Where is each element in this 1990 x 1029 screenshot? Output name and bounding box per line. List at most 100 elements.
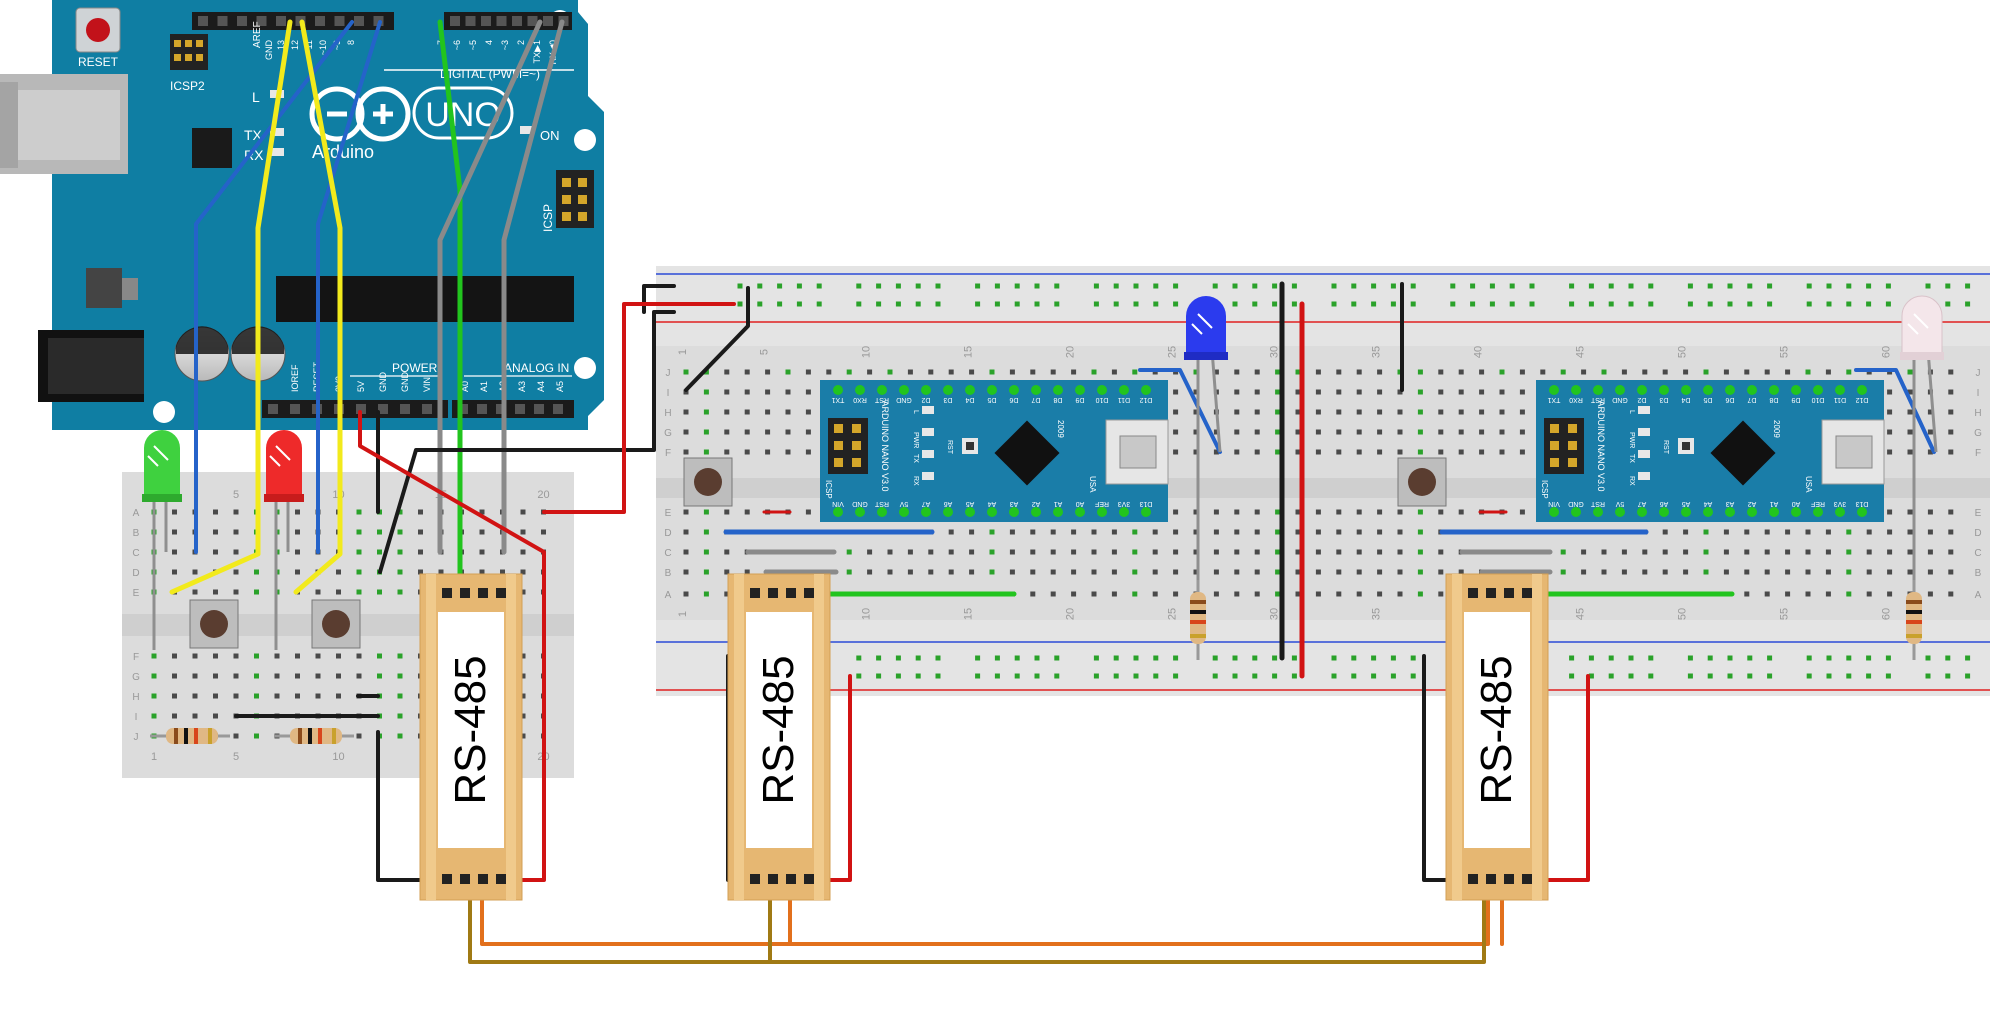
nano-pin-label: D13: [1855, 500, 1868, 507]
breadboard-hole: [315, 653, 321, 659]
breadboard-hole: [520, 713, 526, 719]
breadboard-hole: [1132, 529, 1138, 535]
tactile-switch-icon[interactable]: [1397, 457, 1447, 507]
digital-pin-label: 4: [484, 40, 494, 45]
rail-hole: [1212, 655, 1218, 661]
rail-hole: [1093, 283, 1099, 289]
breadboard-hole: [1356, 509, 1362, 515]
rail-hole: [1509, 283, 1515, 289]
breadboard-hole: [867, 549, 873, 555]
wires: [169, 19, 1936, 964]
breadboard-hole: [867, 369, 873, 375]
tactile-switch-icon[interactable]: [189, 599, 239, 649]
rail-hole: [1014, 283, 1020, 289]
breadboard-hole: [1887, 591, 1893, 597]
header-pin: [354, 16, 364, 26]
breadboard-hole: [1356, 569, 1362, 575]
breadboard-hole: [397, 673, 403, 679]
breadboard-hole: [1662, 369, 1668, 375]
reset-button-icon[interactable]: [75, 7, 121, 53]
breadboard-hole: [1275, 529, 1281, 535]
breadboard-hole: [1234, 549, 1240, 555]
breadboard-hole: [397, 569, 403, 575]
breadboard-hole: [703, 369, 709, 375]
rail-hole: [1707, 301, 1713, 307]
tactile-switch-icon[interactable]: [683, 457, 733, 507]
nano-pin: [1747, 507, 1757, 517]
rail-hole: [1371, 655, 1377, 661]
rs485-pin: [804, 874, 814, 884]
nano-pin-label: D11: [1118, 396, 1130, 403]
resistor-icon: [150, 728, 230, 744]
breadboard-hole: [785, 369, 791, 375]
breadboard-hole: [151, 693, 157, 699]
breadboard-hole: [1315, 389, 1321, 395]
breadboard-hole: [172, 509, 177, 515]
breadboard-hole: [418, 509, 423, 515]
column-number: 50: [1677, 608, 1689, 620]
digital-pin-label: ~3: [500, 40, 510, 50]
column-number: 45: [1575, 608, 1587, 620]
tactile-switch-icon[interactable]: [311, 599, 361, 649]
breadboard-hole: [1540, 369, 1546, 375]
rail-hole: [1648, 283, 1654, 289]
breadboard-hole: [1458, 569, 1464, 575]
nano-led-label: RX: [912, 476, 919, 486]
breadboard-hole: [1315, 409, 1321, 415]
column-number: 30: [1269, 608, 1281, 620]
analog-pin-label: A1: [479, 381, 489, 392]
breadboard-hole: [1519, 369, 1525, 375]
led-icon: [1900, 295, 1944, 590]
breadboard-hole: [336, 589, 341, 595]
breadboard-hole: [254, 653, 259, 659]
nano-pin: [1835, 507, 1845, 517]
nano-pin-label: A7: [1638, 500, 1647, 507]
digital-pin-label: ~6: [452, 40, 462, 50]
rail-hole: [1173, 301, 1179, 307]
nano-pin-label: D7: [1747, 396, 1756, 403]
row-label: H: [1974, 408, 1981, 419]
breadboard-hole: [1764, 569, 1770, 575]
breadboard-hole: [1417, 509, 1423, 515]
breadboard-hole: [1295, 529, 1301, 535]
nano-status-led: [1638, 428, 1650, 436]
rail-hole: [1687, 301, 1693, 307]
breadboard-hole: [1887, 509, 1893, 515]
breadboard-hole: [1336, 549, 1342, 555]
breadboard-hole: [1907, 429, 1913, 435]
breadboard-hole: [1152, 591, 1158, 597]
breadboard-hole: [1336, 509, 1342, 515]
wire-red: [542, 302, 736, 514]
breadboard-hole: [989, 369, 995, 375]
nano-icsp-label: ICSP: [824, 480, 833, 499]
rail-hole: [1113, 301, 1119, 307]
header-pin: [496, 404, 506, 414]
column-number: 10: [332, 751, 344, 763]
rail-hole: [1747, 301, 1753, 307]
nano-pin: [1857, 507, 1867, 517]
breadboard-hole: [1254, 509, 1260, 515]
breadboard-hole: [356, 509, 362, 515]
column-number: 55: [1779, 608, 1791, 620]
nano-pin-label: A7: [922, 500, 931, 507]
rail-hole: [1648, 673, 1654, 679]
breadboard-hole: [765, 369, 771, 375]
breadboard-hole: [1030, 591, 1036, 597]
breadboard-hole: [1173, 569, 1179, 575]
icsp-pin: [185, 54, 192, 61]
rail-hole: [1153, 655, 1159, 661]
header-pin: [198, 16, 208, 26]
breadboard-hole: [1805, 529, 1811, 535]
nano-pin: [1075, 507, 1085, 517]
breadboard-hole: [1295, 429, 1301, 435]
breadboard-hole: [1173, 389, 1179, 395]
breadboard-hole: [1948, 389, 1954, 395]
header-pin: [256, 16, 267, 26]
rail-hole: [1588, 301, 1594, 307]
breadboard-hole: [1254, 529, 1260, 535]
breadboard-hole: [683, 529, 689, 535]
breadboard-hole: [1927, 529, 1933, 535]
nano-pin: [1747, 385, 1757, 395]
breadboard-hole: [479, 509, 485, 515]
breadboard-hole: [1703, 529, 1709, 535]
